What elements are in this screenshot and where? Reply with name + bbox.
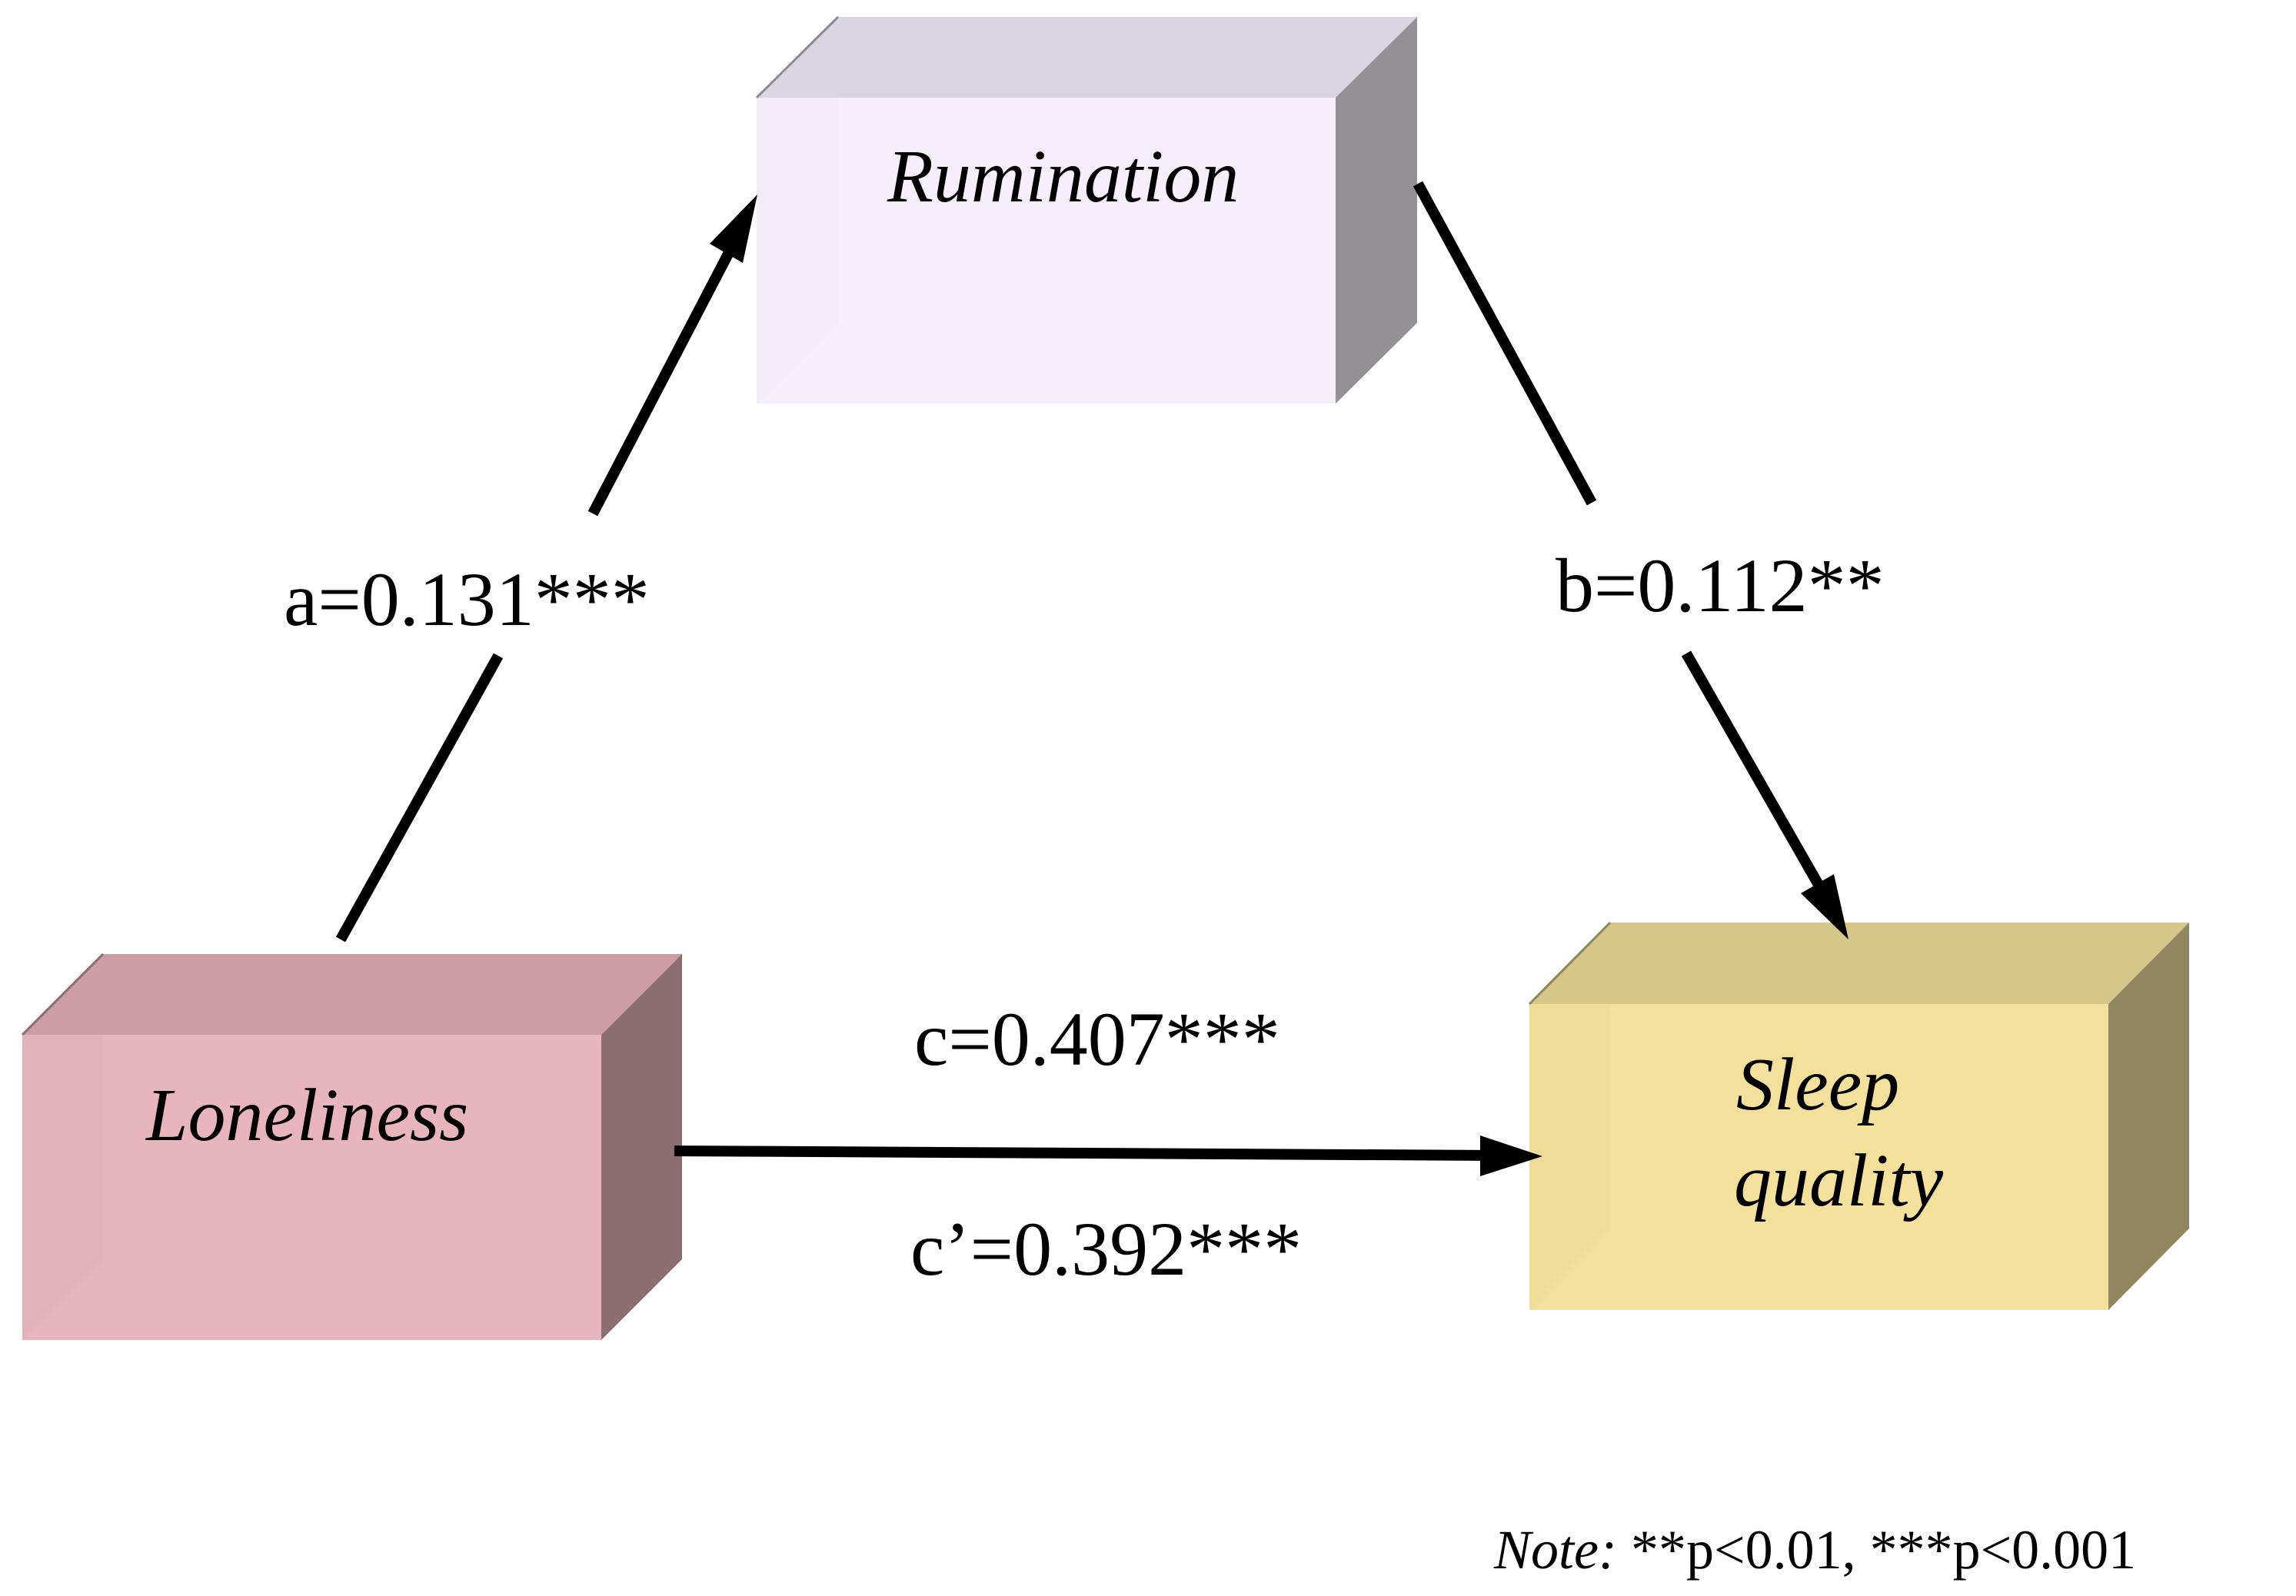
rumination-box-top-face: [757, 17, 1417, 98]
path-c-arrowhead-icon: [1480, 1135, 1542, 1176]
path-c-arrow: [674, 1135, 1542, 1176]
rumination-box-front-face: [757, 98, 1336, 404]
rumination-label: Rumination: [887, 135, 1239, 218]
path-b-upper-segment: [1413, 181, 1597, 506]
sleep-quality-box: Sleep quality: [1528, 921, 2189, 1310]
path-a-lower-segment: [335, 653, 504, 943]
rumination-box-side-face: [1336, 17, 1417, 404]
path-a-label: a=0.131***: [284, 557, 650, 642]
path-b-label: b=0.112**: [1556, 543, 1885, 628]
rumination-box: Rumination: [755, 15, 1417, 404]
loneliness-label: Loneliness: [145, 1074, 468, 1157]
sleep-quality-box-bevel: [1529, 1004, 1610, 1310]
path-b-lower-segment: [1681, 650, 1829, 897]
note-text: **p<0.01, ***p<0.001: [1617, 1519, 2136, 1581]
sleep-quality-box-front-face: [1529, 1004, 2108, 1310]
loneliness-box-top-face: [22, 954, 682, 1035]
path-a-upper-segment: [587, 239, 740, 517]
sleep-quality-box-top-face: [1529, 923, 2189, 1004]
loneliness-box: Loneliness: [21, 953, 682, 1340]
path-c-prime-label: c’=0.392***: [910, 1206, 1302, 1292]
sleep-quality-label-line2: quality: [1734, 1139, 1944, 1222]
loneliness-box-bevel: [22, 1035, 103, 1340]
path-b-arrow: [1413, 181, 1848, 939]
loneliness-box-edge: [21, 953, 105, 1036]
note-prefix: Note:: [1493, 1519, 1617, 1581]
loneliness-box-side-face: [601, 954, 682, 1340]
rumination-box-bevel: [757, 98, 838, 404]
path-c-label: c=0.407***: [914, 996, 1280, 1082]
sleep-quality-box-edge: [1528, 921, 1612, 1006]
rumination-box-edge: [755, 15, 840, 99]
significance-note: Note: **p<0.01, ***p<0.001: [1493, 1519, 2136, 1581]
path-a-arrowhead-icon: [710, 195, 757, 263]
sleep-quality-box-side-face: [2108, 923, 2189, 1310]
path-c-line: [674, 1145, 1496, 1161]
path-b-arrowhead-icon: [1801, 874, 1848, 939]
path-a-arrow: [335, 195, 757, 943]
loneliness-box-front-face: [22, 1035, 601, 1340]
sleep-quality-label-line1: Sleep: [1736, 1043, 1899, 1126]
